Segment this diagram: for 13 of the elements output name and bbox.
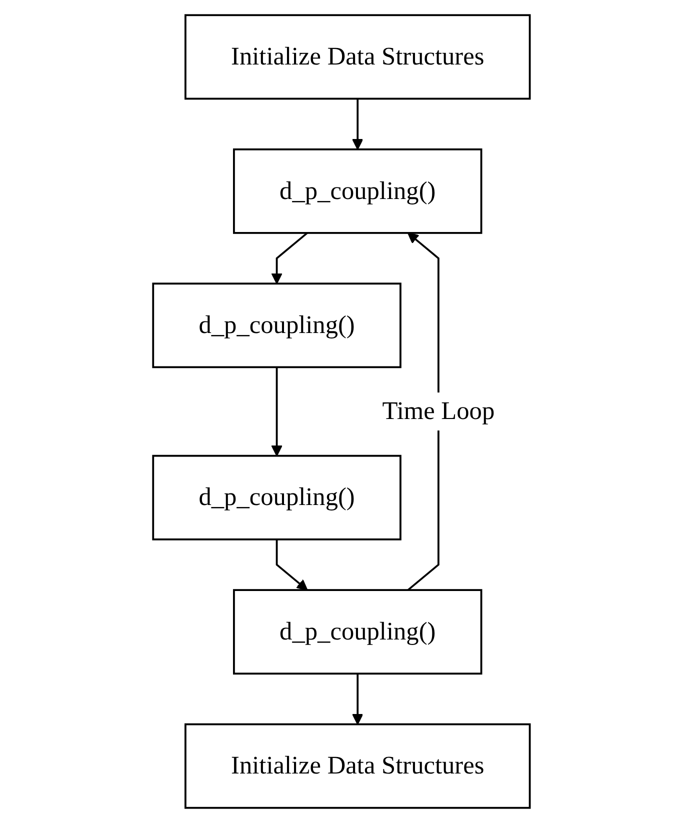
node-box: d_p_coupling() [152,282,401,368]
node-box: Initialize Data Structures [184,723,530,809]
node-box: Initialize Data Structures [184,14,530,100]
edge-label: Time Loop [382,398,494,426]
arrow [270,367,282,456]
node-box: d_p_coupling() [232,148,482,234]
arrow [275,539,308,591]
arrow [352,674,363,725]
node-box: d_p_coupling() [152,454,401,540]
arrow [270,232,308,284]
arrow [352,98,363,150]
arrow [406,232,439,591]
node-box: d_p_coupling() [232,589,482,675]
